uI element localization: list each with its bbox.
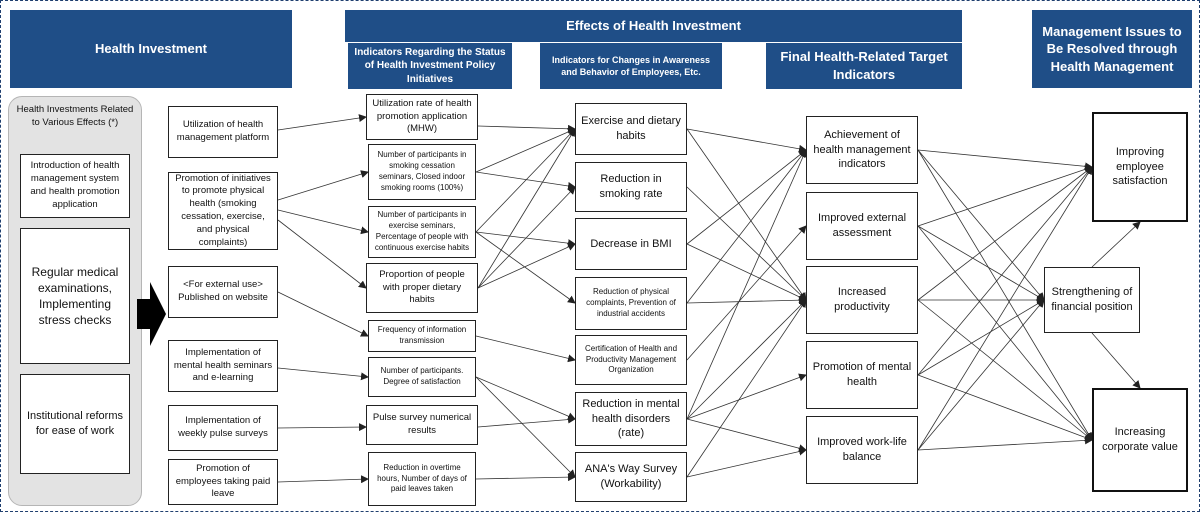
awareness-anas-way-survey: ANA's Way Survey (Workability) (575, 452, 687, 502)
connector-arrow (475, 473, 576, 482)
connector-arrow (917, 166, 1093, 376)
investment-website: <For external use> Published on website (168, 266, 278, 318)
connector-arrow (917, 149, 1045, 301)
connector-arrow (475, 376, 576, 478)
awareness-physical-complaints: Reduction of physical complaints, Preven… (575, 277, 687, 330)
investment-pulse-surveys: Implementation of weekly pulse surveys (168, 405, 278, 451)
connector-arrow (475, 376, 576, 420)
connector-arrow (917, 149, 1093, 171)
connector-arrow (475, 231, 576, 304)
connector-arrow (917, 374, 1093, 442)
investment-paid-leave: Promotion of employees taking paid leave (168, 459, 278, 505)
connector-arrow (477, 186, 576, 289)
investment-physical-health: Promotion of initiatives to promote phys… (168, 172, 278, 250)
status-exercise-seminars: Number of participants in exercise semin… (368, 206, 476, 258)
header-effects: Effects of Health Investment (345, 10, 962, 42)
connector-arrow (477, 128, 576, 289)
connector-arrow (475, 128, 576, 173)
left-box-medical-exams: Regular medical examinations, Implementi… (20, 228, 130, 364)
connector-arrow (277, 367, 369, 381)
connector-arrow (475, 128, 576, 233)
connector-arrow (686, 128, 807, 153)
investment-platform: Utilization of health management platfor… (168, 106, 278, 158)
connector-arrow (686, 296, 807, 305)
awareness-certification: Certification of Health and Productivity… (575, 335, 687, 385)
issue-corporate-value: Increasing corporate value (1092, 388, 1188, 492)
connector-arrow (917, 225, 1045, 301)
connector-arrow (686, 299, 807, 478)
left-box-institutional-reforms: Institutional reforms for ease of work (20, 374, 130, 474)
investment-mental-health-seminars: Implementation of mental health seminars… (168, 340, 278, 392)
connector-arrow (277, 170, 369, 201)
issue-employee-satisfaction: Improving employee satisfaction (1092, 112, 1188, 222)
connector-arrow (277, 475, 369, 484)
connector-arrow (686, 373, 807, 420)
status-smoking-seminars: Number of participants in smoking cessat… (368, 144, 476, 200)
connector-arrow (917, 436, 1093, 451)
connector-arrow (686, 149, 807, 420)
final-work-life-balance: Improved work-life balance (806, 416, 918, 484)
header-health-investment: Health Investment (10, 10, 292, 88)
connector-arrow (277, 114, 367, 131)
connector-arrow (917, 299, 1093, 441)
awareness-smoking-rate: Reduction in smoking rate (575, 162, 687, 212)
status-pulse-results: Pulse survey numerical results (366, 405, 478, 445)
connector-arrow (917, 299, 1045, 451)
connector-arrow (917, 225, 1093, 441)
final-productivity: Increased productivity (806, 266, 918, 334)
connector-arrow (917, 166, 1093, 451)
connector-arrow (477, 415, 576, 428)
group-label: Health Investments Related to Various Ef… (16, 104, 134, 128)
big-arrow-icon (137, 282, 166, 346)
connector-arrow (277, 291, 369, 337)
connector-arrow (277, 423, 367, 432)
connector-arrow (277, 219, 367, 289)
status-dietary-habits: Proportion of people with proper dietary… (366, 263, 478, 313)
connector-arrow (917, 165, 1093, 227)
header-management-issues: Management Issues to Be Resolved through… (1032, 10, 1192, 88)
connector-arrow (477, 124, 576, 133)
connector-arrow (475, 335, 576, 363)
connector-arrow (917, 299, 1045, 376)
connector-arrow (686, 299, 807, 420)
status-information-frequency: Frequency of information transmission (368, 320, 476, 352)
connector-arrow (917, 166, 1093, 301)
connector-arrow (686, 149, 807, 304)
connector-arrow (686, 447, 807, 478)
left-box-health-system: Introduction of health management system… (20, 154, 130, 218)
connector-arrow (1091, 332, 1141, 389)
connector-arrow (277, 209, 369, 235)
awareness-mental-disorders: Reduction in mental health disorders (ra… (575, 392, 687, 446)
header-final-indicators: Final Health-Related Target Indicators (766, 43, 962, 89)
connector-arrow (686, 128, 807, 301)
header-awareness-indicators: Indicators for Changes in Awareness and … (540, 43, 722, 89)
connector-arrow (686, 418, 807, 453)
header-status-indicators: Indicators Regarding the Status of Healt… (348, 43, 512, 89)
final-mental-health: Promotion of mental health (806, 341, 918, 409)
connector-arrow (1091, 221, 1141, 268)
connector-arrow (917, 149, 1093, 441)
connector-arrow (475, 171, 576, 190)
issue-financial-position: Strengthening of financial position (1044, 267, 1140, 333)
awareness-bmi: Decrease in BMI (575, 218, 687, 270)
status-app-utilization: Utilization rate of health promotion app… (366, 94, 478, 140)
status-overtime-paid-leave: Reduction in overtime hours, Number of d… (368, 452, 476, 506)
connector-arrow (686, 186, 807, 301)
connector-arrow (686, 149, 807, 245)
final-health-indicators: Achievement of health management indicat… (806, 116, 918, 184)
final-external-assessment: Improved external assessment (806, 192, 918, 260)
connector-arrow (686, 243, 807, 301)
connector-arrow (477, 243, 576, 289)
awareness-exercise-diet: Exercise and dietary habits (575, 103, 687, 155)
connector-arrow (686, 225, 807, 361)
status-participants-satisfaction: Number of participants. Degree of satisf… (368, 357, 476, 397)
